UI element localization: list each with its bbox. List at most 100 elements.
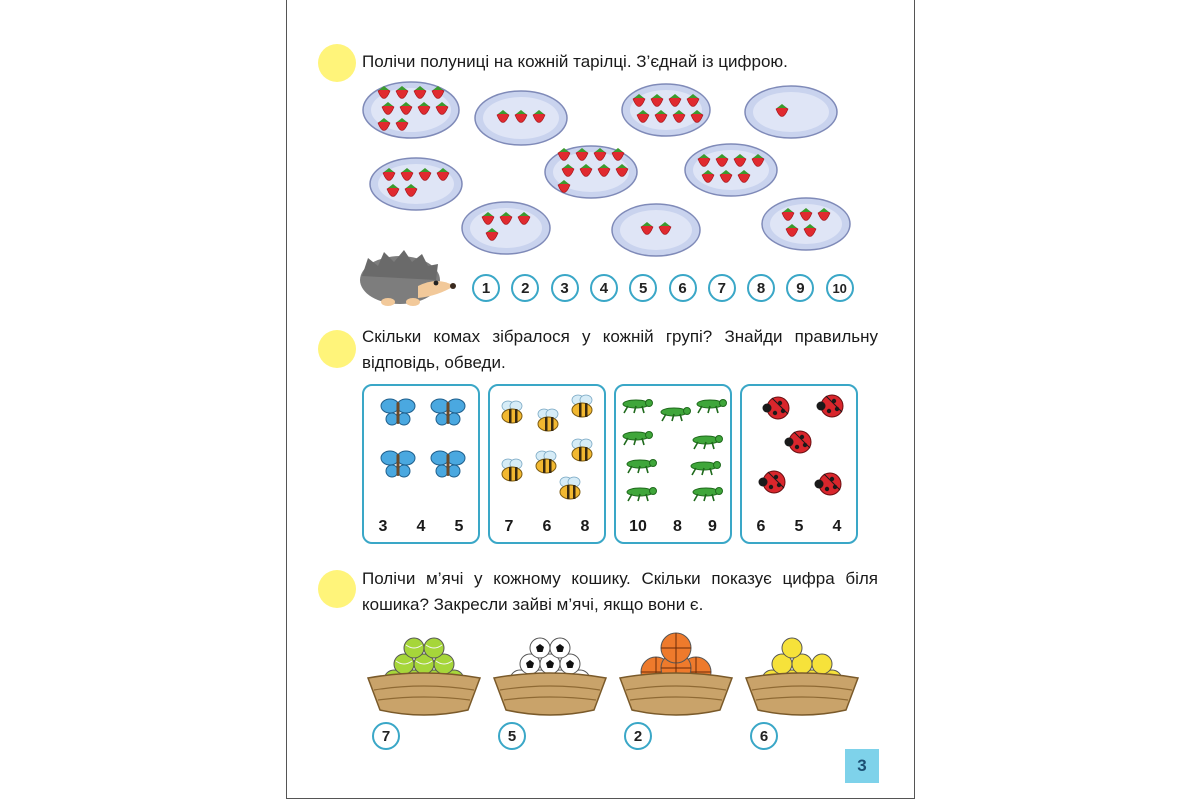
strawberry-icon [395, 86, 409, 99]
strawberry-icon [597, 164, 611, 177]
insect-card: 3 4 5 [362, 384, 480, 544]
number-circle[interactable]: 1 [472, 274, 500, 302]
ladybug-icon [814, 472, 842, 496]
bee-icon [501, 458, 523, 482]
strawberry-icon [733, 154, 747, 167]
answer-option[interactable]: 10 [629, 518, 647, 535]
strawberry-icon [382, 168, 396, 181]
bee-icon [535, 450, 557, 474]
answer-option[interactable]: 4 [416, 518, 426, 535]
insect-group [501, 394, 593, 500]
basket-icon [744, 672, 860, 716]
bee-icon [501, 400, 523, 424]
strawberry-icon [496, 110, 510, 123]
strawberry-icon [386, 184, 400, 197]
answer-option[interactable]: 6 [756, 518, 766, 535]
answer-options: 7 6 8 [490, 518, 604, 536]
strawberry-icon [715, 154, 729, 167]
number-circle[interactable]: 4 [589, 274, 618, 302]
grasshopper-icon [626, 487, 657, 502]
ladybug-icon [816, 394, 844, 418]
answer-option[interactable]: 9 [708, 518, 717, 535]
strawberry-icon [418, 168, 432, 181]
strawberry-icon [640, 222, 654, 235]
butterfly-icon [380, 398, 416, 426]
strawberry-icon [799, 208, 813, 221]
strawberry-plate [369, 157, 463, 211]
bee-icon [537, 408, 559, 432]
number-circle[interactable]: 9 [786, 274, 815, 302]
strawberry-plate [611, 203, 701, 257]
answer-option[interactable]: 8 [580, 518, 590, 535]
strawberry-icon [579, 164, 593, 177]
number-circle[interactable]: 3 [550, 274, 579, 302]
strawberry-plate [474, 90, 568, 146]
strawberry-icon [593, 148, 607, 161]
strawberry-icon [532, 110, 546, 123]
strawberry-icon [632, 94, 646, 107]
task-2-text: Скільки комах зібралося у кожній групі? … [362, 327, 878, 372]
bee-icon [559, 476, 581, 500]
number-circle[interactable]: 10 [825, 274, 854, 302]
insect-group [380, 398, 466, 478]
number-circle[interactable]: 8 [747, 274, 776, 302]
strawberry-icon [377, 118, 391, 131]
strawberry-plate [684, 143, 778, 197]
ladybug-icon [762, 396, 790, 420]
strawberry-icon [751, 154, 765, 167]
strawberry-icon [514, 110, 528, 123]
grasshopper-icon [692, 487, 723, 502]
answer-option[interactable]: 8 [672, 518, 682, 535]
basket [492, 637, 608, 716]
answer-option[interactable]: 4 [832, 518, 842, 535]
strawberry-icon [395, 118, 409, 131]
basket [618, 632, 734, 716]
strawberry-icon [611, 148, 625, 161]
answer-option[interactable]: 6 [542, 518, 552, 535]
strawberry-plate [461, 201, 551, 255]
answer-options: 6 5 4 [742, 518, 856, 536]
bee-icon [571, 394, 593, 418]
butterfly-icon [430, 398, 466, 426]
strawberry-icon [781, 208, 795, 221]
strawberry-icon [561, 164, 575, 177]
strawberry-icon [817, 208, 831, 221]
insect-group [758, 394, 844, 496]
strawberry-icon [436, 168, 450, 181]
strawberry-plate [544, 145, 638, 199]
ladybug-icon [784, 430, 812, 454]
grasshopper-icon [690, 461, 721, 476]
strawberry-icon [575, 148, 589, 161]
strawberry-icon [417, 102, 431, 115]
grasshopper-icon [692, 435, 723, 450]
strawberry-icon [650, 94, 664, 107]
butterfly-icon [430, 450, 466, 478]
yellow-bullet-icon [318, 44, 356, 82]
number-circle[interactable]: 7 [707, 274, 736, 302]
answer-option[interactable]: 5 [794, 518, 804, 535]
grasshopper-icon [622, 399, 653, 414]
strawberry-icon [413, 86, 427, 99]
strawberry-icon [481, 212, 495, 225]
task-1-text: Полічи полуниці на кожній тарілці. З’єдн… [362, 52, 788, 71]
basket-icon [618, 672, 734, 716]
strawberry-icon [668, 94, 682, 107]
strawberry-plate [761, 197, 851, 251]
answer-option[interactable]: 3 [378, 518, 388, 535]
strawberry-icon [431, 86, 445, 99]
strawberry-icon [658, 222, 672, 235]
number-circle[interactable]: 5 [629, 274, 658, 302]
strawberry-plate [744, 85, 838, 139]
number-circle[interactable]: 6 [668, 274, 697, 302]
answer-option[interactable]: 5 [454, 518, 464, 535]
basket-number-circle: 7 [372, 722, 400, 750]
strawberry-icon [690, 110, 704, 123]
strawberry-icon [775, 104, 789, 117]
answer-option[interactable]: 7 [504, 518, 514, 535]
number-circle[interactable]: 2 [511, 274, 540, 302]
yellow-bullet-icon [318, 330, 356, 368]
insect-card: 6 5 4 [740, 384, 858, 544]
strawberry-icon [785, 224, 799, 237]
strawberry-icon [377, 86, 391, 99]
strawberry-icon [654, 110, 668, 123]
